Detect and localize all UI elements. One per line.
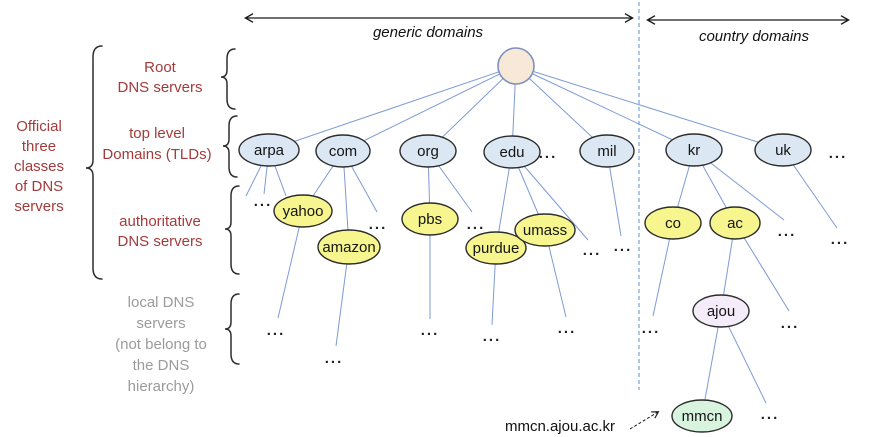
edge <box>268 65 517 151</box>
edge <box>515 65 784 151</box>
node-mmcn: mmcn <box>671 399 733 433</box>
ellipsis-dots: ... <box>267 322 286 339</box>
node-label: com <box>329 143 357 160</box>
node-purdue: purdue <box>465 231 527 265</box>
node-edu: edu <box>483 135 541 169</box>
local-level-brace <box>224 293 240 365</box>
edge <box>277 210 304 319</box>
node-com: com <box>315 134 371 168</box>
country-domains-label: country domains <box>699 28 810 45</box>
node-label: mmcn <box>682 408 723 425</box>
ellipsis-dots: ... <box>829 145 848 162</box>
node-label: amazon <box>322 239 375 256</box>
annotation-label: mmcn.ajou.ac.kr <box>505 418 615 435</box>
edge <box>701 310 722 417</box>
ellipsis-dots: ... <box>539 145 558 162</box>
node-kr: kr <box>665 133 723 167</box>
edge <box>342 65 517 152</box>
node-label: org <box>417 143 439 160</box>
node-umass: umass <box>514 213 576 247</box>
node-ac: ac <box>709 206 761 240</box>
ellipsis-dots: ... <box>761 406 780 423</box>
annotation-group: mmcn.ajou.ac.kr <box>505 411 660 435</box>
ellipsis-dots: ... <box>778 223 797 240</box>
tld-level-brace <box>222 115 238 178</box>
ellipsis-dots: ... <box>483 328 502 345</box>
node-label: purdue <box>473 240 520 257</box>
official-classes-label: Official three classes of DNS servers <box>13 118 65 215</box>
node-label: umass <box>523 222 567 239</box>
node-pbs: pbs <box>401 202 459 236</box>
node-co: co <box>644 206 702 240</box>
ellipsis-dots: ... <box>831 231 850 248</box>
ellipsis-dots: ... <box>583 242 602 259</box>
ellipsis-dots: ... <box>781 315 800 332</box>
edge <box>515 65 608 152</box>
node-label: co <box>665 215 681 232</box>
node-arpa: arpa <box>238 133 300 167</box>
generic-domains-label: generic domains <box>373 24 484 41</box>
domain-span-arrows: generic domains country domains <box>244 13 850 45</box>
ellipsis-dots: ... <box>467 216 486 233</box>
node-ajou: ajou <box>692 294 750 328</box>
ellipsis-group: ... ... ... ... ... ... ... ... ... ... … <box>254 145 850 423</box>
node-label: ajou <box>707 303 735 320</box>
node-amazon: amazon <box>317 229 381 265</box>
node-label: kr <box>688 142 701 159</box>
edge <box>515 65 695 151</box>
node-label: pbs <box>418 211 442 228</box>
node-label: edu <box>499 144 524 161</box>
authoritative-level-brace <box>224 185 240 275</box>
node-uk: uk <box>754 133 812 167</box>
node-root <box>497 47 535 85</box>
node-org: org <box>399 134 457 168</box>
official-classes-brace <box>85 45 103 280</box>
ellipsis-dots: ... <box>614 238 633 255</box>
node-label: mil <box>597 143 616 160</box>
node-label: uk <box>775 142 791 159</box>
ellipsis-dots: ... <box>421 322 440 339</box>
annotation-arrow <box>629 411 660 430</box>
node-label: ac <box>727 215 743 232</box>
node-mil: mil <box>579 134 635 168</box>
ellipsis-dots: ... <box>254 193 273 210</box>
ellipsis-dots: ... <box>642 320 661 337</box>
class-label-root: Root DNS servers <box>117 59 203 96</box>
node-label: arpa <box>254 142 285 159</box>
root-level-brace <box>220 48 236 110</box>
class-label-local: local DNS servers (not belong to the DNS… <box>115 294 207 395</box>
class-label-authoritative: authoritative DNS servers <box>117 213 203 250</box>
ellipsis-dots: ... <box>369 216 388 233</box>
class-label-tld: top level Domains (TLDs) <box>102 125 212 163</box>
braces <box>85 45 240 365</box>
ellipsis-dots: ... <box>558 320 577 337</box>
ellipsis-dots: ... <box>325 350 344 367</box>
node-yahoo: yahoo <box>273 194 333 228</box>
tree-nodes: arpa com org edu mil kr <box>238 47 812 433</box>
node-label: yahoo <box>283 203 324 220</box>
